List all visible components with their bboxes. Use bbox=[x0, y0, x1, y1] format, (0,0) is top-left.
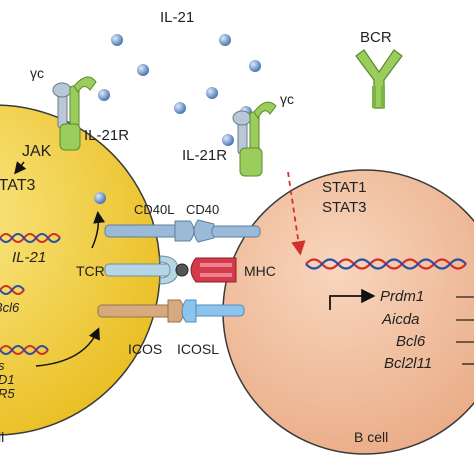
stat1-label: STAT1 bbox=[322, 179, 366, 196]
mhc-label: MHC bbox=[244, 263, 276, 279]
il21-dot bbox=[174, 102, 186, 114]
gene-prdm1: Prdm1 bbox=[380, 288, 424, 305]
il21-dot bbox=[98, 89, 110, 101]
gene-activation-arrow bbox=[329, 288, 376, 310]
icos-icosl-pair bbox=[97, 299, 245, 323]
b-gamma-c-label: γc bbox=[280, 91, 294, 107]
il21-dot bbox=[219, 34, 231, 46]
stat-signal-arrow bbox=[287, 171, 306, 256]
bcr-label: BCR bbox=[360, 29, 392, 46]
il21-dot bbox=[249, 60, 261, 72]
t-il21r-label: IL-21R bbox=[84, 127, 129, 144]
il21-secretion-arrow bbox=[91, 211, 106, 249]
il21-dot bbox=[206, 87, 218, 99]
t-gene-bottom-3: R5 bbox=[0, 386, 15, 401]
b-il21r-label: IL-21R bbox=[182, 147, 227, 164]
jak-stat3-arrow bbox=[14, 161, 27, 175]
icosl-label: ICOSL bbox=[177, 341, 219, 357]
t-bcl6-gene-label: Bcl6 bbox=[0, 300, 20, 315]
t-cell-dna-3 bbox=[0, 345, 49, 355]
il21-dot bbox=[111, 34, 123, 46]
bcr-receptor bbox=[355, 49, 403, 109]
icos-label: ICOS bbox=[128, 341, 162, 357]
cd40-label: CD40 bbox=[186, 202, 219, 217]
t-cell-il21r bbox=[52, 76, 97, 151]
b-stat3-label: STAT3 bbox=[322, 199, 366, 216]
b-cell-label: B cell bbox=[354, 429, 388, 445]
gene-bcl2l11: Bcl2l11 bbox=[384, 355, 432, 372]
icos-signal-arrow bbox=[35, 327, 100, 367]
t-gamma-c-label: γc bbox=[30, 65, 44, 81]
b-cell-il21r bbox=[232, 101, 277, 177]
gene-lines bbox=[456, 296, 474, 365]
gene-bcl6: Bcl6 bbox=[396, 333, 426, 350]
t-cell-dna-1 bbox=[0, 233, 61, 243]
il21-gene-label: IL-21 bbox=[12, 249, 46, 266]
il21-dot bbox=[94, 192, 106, 204]
jak-label: JAK bbox=[22, 143, 52, 160]
cd40l-label: CD40L bbox=[134, 202, 174, 217]
t-cell-label: ll bbox=[0, 429, 4, 445]
t-gene-bottom-2: D1 bbox=[0, 372, 15, 387]
t-cell-dna-2 bbox=[0, 285, 25, 295]
tcr-label: TCR bbox=[76, 263, 105, 279]
il21-cytokine-label: IL-21 bbox=[160, 9, 194, 26]
t-stat3-label: STAT3 bbox=[0, 177, 36, 194]
il21-dot bbox=[222, 134, 234, 146]
tcr-mhc-pair bbox=[104, 255, 237, 285]
t-gene-bottom-1: s bbox=[0, 358, 5, 373]
b-cell-dna bbox=[305, 258, 467, 270]
cd40l-cd40-pair bbox=[104, 219, 261, 243]
il21-dot bbox=[137, 64, 149, 76]
gene-aicda: Aicda bbox=[381, 311, 420, 328]
